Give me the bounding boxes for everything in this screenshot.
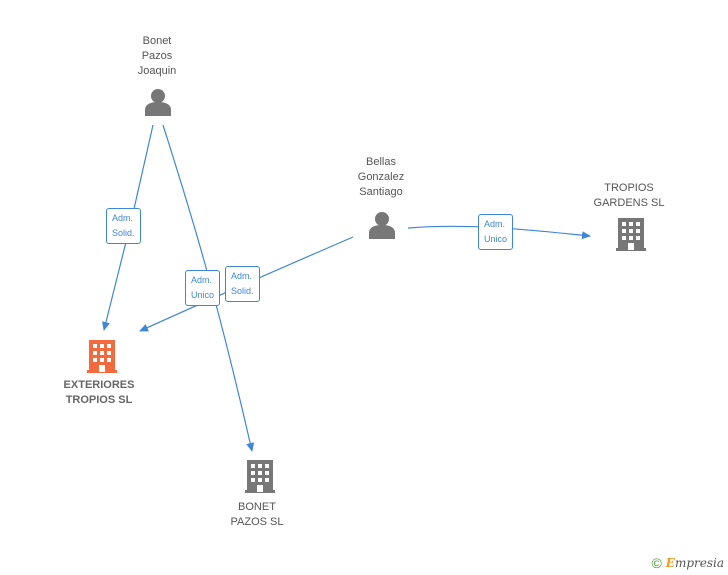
brand-logo: Empresia [665, 556, 724, 570]
building-icon[interactable] [616, 218, 646, 251]
edge-bonet-bonetpazos [162, 124, 255, 452]
company-label-exteriores[interactable]: EXTERIORES TROPIOS SL [63, 379, 135, 406]
footer-brand[interactable]: © Empresia [651, 555, 724, 571]
person-label-bellas[interactable]: Bellas Gonzalez Santiago [357, 156, 405, 198]
relation-label: Adm. Solid. [225, 266, 260, 302]
person-icon[interactable] [369, 212, 395, 239]
building-icon[interactable] [87, 340, 117, 373]
relation-label: Adm. Unico [478, 214, 514, 250]
edge-bellas-exteriores [139, 236, 354, 332]
company-label-bonetpazos[interactable]: BONET PAZOS SL [230, 501, 284, 528]
relation-label: Adm. Unico [185, 270, 221, 306]
person-label-bonet[interactable]: Bonet Pazos Joaquin [137, 35, 177, 77]
person-icon[interactable] [145, 89, 171, 116]
copyright-icon: © [651, 555, 662, 571]
relation-label: Adm. Solid. [106, 208, 141, 244]
company-label-tropios[interactable]: TROPIOS GARDENS SL [593, 182, 665, 209]
building-icon[interactable] [245, 460, 275, 493]
